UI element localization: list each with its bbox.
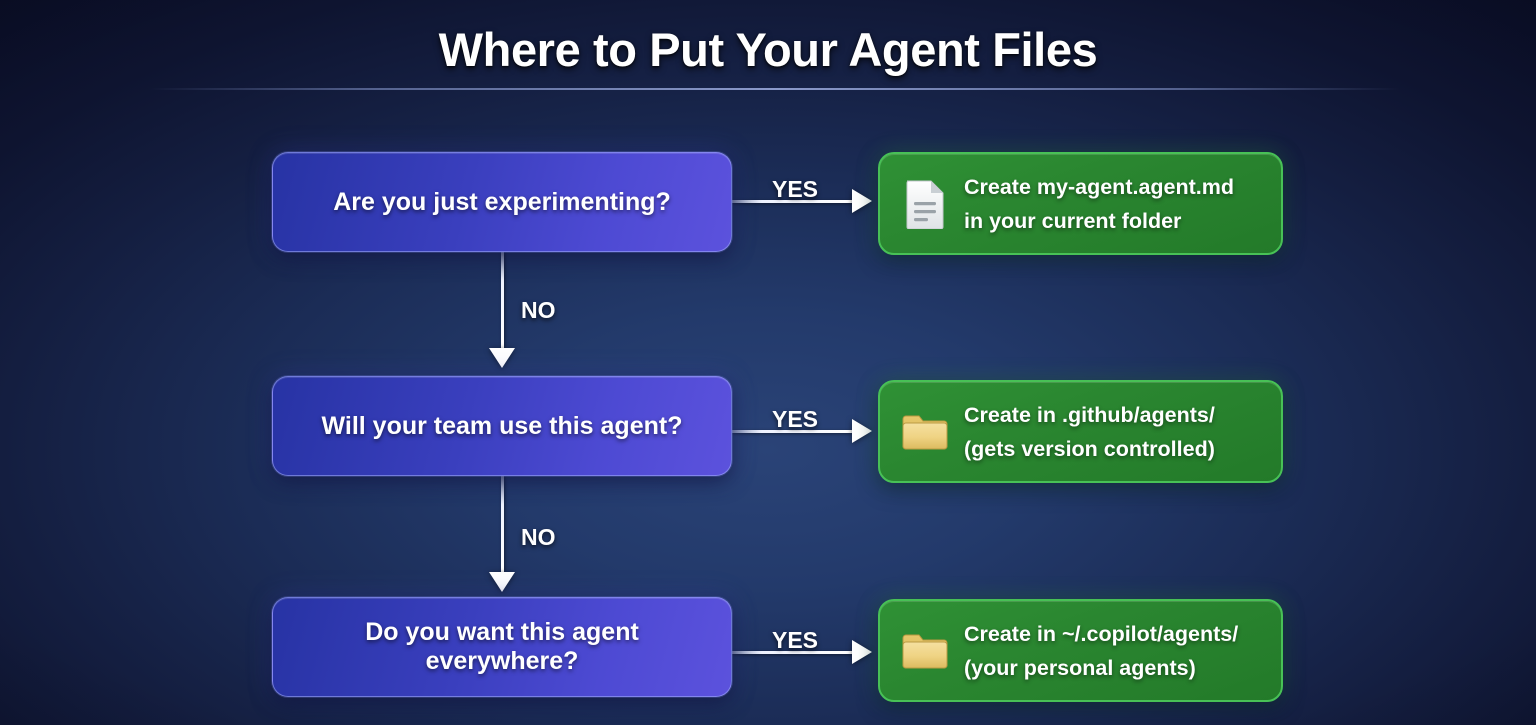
yes-arrow-head-2 (852, 419, 872, 443)
no-label-1: NO (521, 297, 556, 323)
page-title: Where to Put Your Agent Files (438, 23, 1098, 76)
action-box-3[interactable]: Create in ~/.copilot/agents/ (your perso… (878, 599, 1283, 702)
decision-box-2[interactable]: Will your team use this agent? (272, 376, 732, 476)
decision-label-1: Are you just experimenting? (333, 187, 671, 216)
yes-arrow-line-2 (732, 430, 852, 433)
yes-arrow-line-3 (732, 651, 852, 654)
action-line2-1: in your current folder (964, 208, 1182, 233)
yes-label-1: YES (772, 176, 819, 202)
action-box-1[interactable]: Create my-agent.agent.md in your current… (878, 152, 1283, 255)
decision-label-2: Will your team use this agent? (321, 411, 683, 440)
title-divider (150, 88, 1400, 90)
yes-label-2: YES (772, 406, 819, 432)
no-arrow-head-1 (489, 348, 515, 368)
yes-arrow-head-3 (852, 640, 872, 664)
action-text-1: Create my-agent.agent.md in your current… (964, 170, 1234, 238)
action-text-3: Create in ~/.copilot/agents/ (your perso… (964, 617, 1238, 685)
yes-arrow-line-1 (732, 200, 852, 203)
document-icon (902, 178, 948, 230)
yes-arrow-head-1 (852, 189, 872, 213)
action-line2-2: (gets version controlled) (964, 436, 1215, 461)
folder-icon (902, 625, 948, 677)
action-line2-3: (your personal agents) (964, 655, 1196, 680)
yes-label-3: YES (772, 627, 819, 653)
action-text-2: Create in .github/agents/ (gets version … (964, 398, 1215, 466)
action-line1-3: Create in ~/.copilot/agents/ (964, 621, 1239, 646)
decision-label-3: Do you want this agent everywhere? (365, 618, 639, 675)
no-arrow-line-2 (501, 476, 504, 572)
decision-box-3[interactable]: Do you want this agent everywhere? (272, 597, 732, 697)
folder-icon (902, 406, 948, 458)
action-box-2[interactable]: Create in .github/agents/ (gets version … (878, 380, 1283, 483)
decision-box-1[interactable]: Are you just experimenting? (272, 152, 732, 252)
action-line1-2: Create in .github/agents/ (964, 402, 1215, 427)
no-arrow-head-2 (489, 572, 515, 592)
action-line1-1: Create my-agent.agent.md (964, 174, 1235, 199)
no-arrow-line-1 (501, 252, 504, 348)
no-label-2: NO (521, 524, 556, 550)
